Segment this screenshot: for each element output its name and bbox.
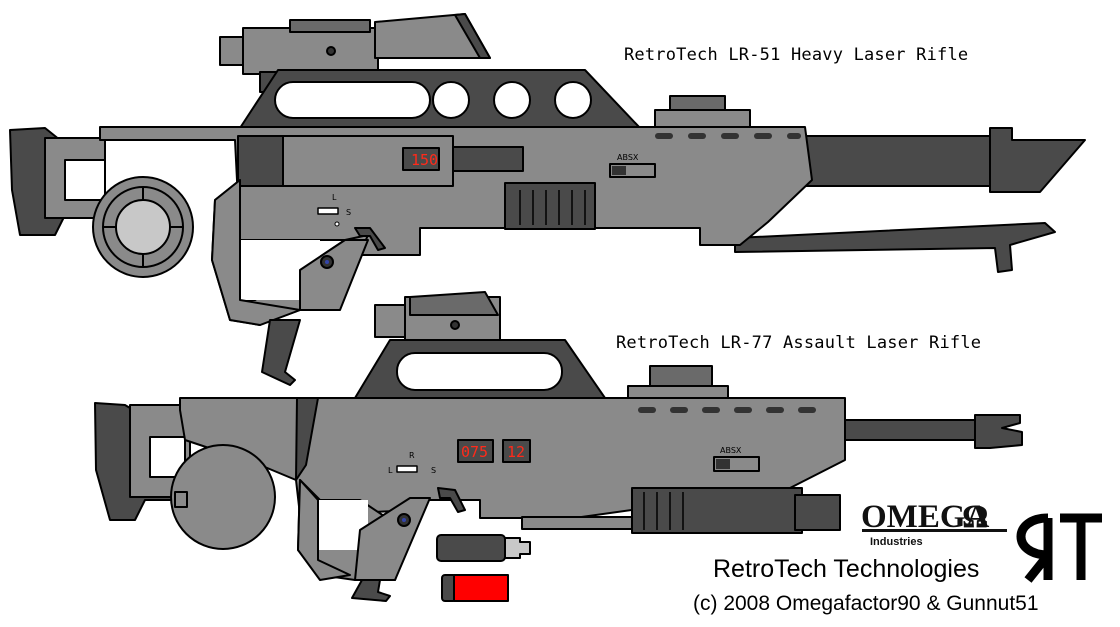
cartridge-grey <box>436 534 531 562</box>
rifle1-handle-hole <box>493 81 531 119</box>
rifle1-barrel <box>804 135 996 187</box>
omega-industries-logo: OMEGA Ω Industries <box>861 499 1007 548</box>
rifle1-mode-label: ABSX <box>617 153 639 162</box>
rifle1-handle-hole <box>432 81 470 119</box>
rifle1-rail-block <box>669 95 726 111</box>
rifle1-muzzle <box>989 127 1086 193</box>
copyright-notice: (c) 2008 Omegafactor90 & Gunnut51 <box>693 592 1039 615</box>
retrotech-monogram <box>1016 513 1102 583</box>
rifle2-vents <box>638 407 816 413</box>
rifle2-ammo-count: 075 <box>461 443 488 461</box>
rifle1-ammo-count: 150 <box>411 151 438 169</box>
company-name: RetroTech Technologies <box>713 555 980 583</box>
rifle2-handle-slot <box>396 352 563 391</box>
rifle1-fire-selector[interactable] <box>317 207 339 215</box>
cartridge-red <box>441 574 509 602</box>
rifle2-mode-label: ABSX <box>720 446 742 455</box>
rifle2-drum <box>170 444 276 550</box>
rifle1-title: RetroTech LR-51 Heavy Laser Rifle <box>624 45 969 65</box>
rifle1-selector-label-right: S <box>346 208 351 217</box>
rifle1-handle-hole <box>554 81 592 119</box>
rifle1-selector-label-top: L <box>332 193 337 202</box>
rifle2-ammo-display <box>457 439 494 463</box>
logo-subtitle: Industries <box>870 536 923 548</box>
rifle2-muzzle <box>974 414 1023 449</box>
rifle2-title: RetroTech LR-77 Assault Laser Rifle <box>616 333 982 353</box>
rifle1-bipod <box>734 222 1056 273</box>
rifle1-magazine <box>261 319 301 386</box>
rifle1-scope <box>219 13 491 93</box>
rifle2-barrel <box>839 419 981 441</box>
rifle-lr77: 075 12 ABSX R L S <box>94 291 1023 602</box>
rifle1-ammo-display <box>402 147 440 171</box>
rifle2-secondary-count: 12 <box>507 443 525 461</box>
rifle2-scope <box>374 291 501 343</box>
rifle2-selector-label-right: S <box>431 466 436 475</box>
rifle1-drum <box>92 176 194 278</box>
rifle1-handle-slot <box>274 81 431 119</box>
rifle2-selector-label-top: R <box>409 451 415 460</box>
rifle2-fire-selector[interactable] <box>396 465 418 473</box>
rifle2-secondary-display <box>502 439 531 463</box>
rifle-lr51: 150 ABSX L S <box>9 13 1086 386</box>
rifle1-vents <box>655 133 801 139</box>
rifle1-foregrip <box>504 182 596 230</box>
rifle2-magazine <box>351 579 391 602</box>
rifle2-selector-label-left: L <box>388 466 393 475</box>
